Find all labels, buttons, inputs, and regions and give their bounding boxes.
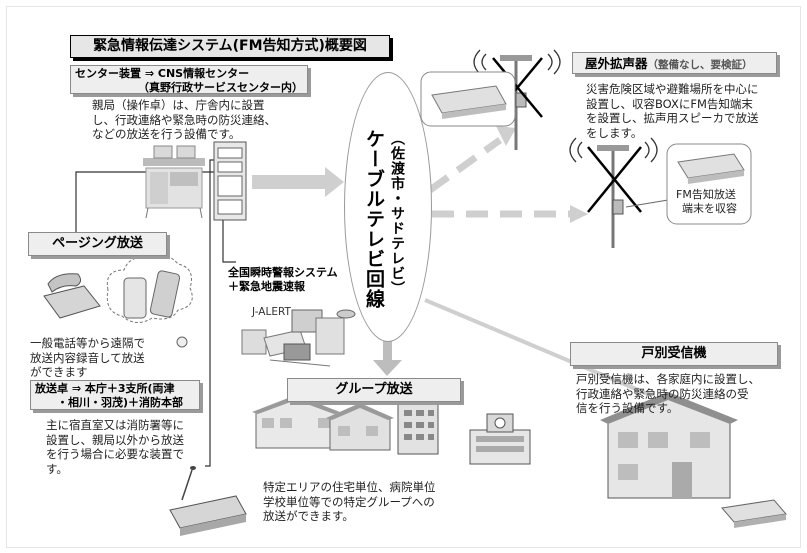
paging-desc-line: ができます — [30, 365, 88, 379]
console-header-line: ・相川・羽茂)＋消防本部 — [57, 395, 184, 409]
wire-jalert — [222, 210, 236, 263]
group-desc-line: 放送ができます。 — [263, 509, 354, 523]
houses-illustration — [252, 395, 394, 451]
fm-terminal-1 — [431, 85, 507, 119]
console-desc-line: す。 — [46, 461, 68, 476]
household-desc-line: 信を行う設備です。 — [576, 401, 679, 415]
center-header: センター装置 ⇒ CNS情報センター （真野行政サービスセンター内） — [70, 65, 308, 94]
console-header: 放送卓 ⇒ 本庁＋3支所(両津 ・相川・羽茂)＋消防本部 — [30, 380, 200, 410]
household-description: 戸別受信機は、各家庭内に設置し、 行政連絡や緊急時の防災連絡の受 信を行う設備で… — [576, 372, 760, 416]
console-desc-line: 設置し、親局以外から放送 — [46, 432, 184, 447]
center-desc-line: などの放送を行う設備です。 — [92, 127, 241, 141]
console-desc-line: を行う場合に必要な装置で — [46, 447, 184, 461]
jalert-line: 全国瞬時警報システム — [228, 266, 338, 279]
diagram-title: 緊急情報伝達システム(FM告知方式)概要図 — [70, 35, 390, 58]
center-desc-line: し、行政連絡や緊急時の防災連絡、 — [92, 112, 276, 127]
jalert-illustration — [241, 309, 356, 367]
household-house-illustration — [600, 392, 738, 499]
paging-header: ページング放送 — [28, 232, 167, 256]
paging-desc-line: 放送内容録音して放送 — [30, 350, 145, 365]
outdoor-description: 災害危険区域や避難場所を中心に 設置し、収容BOXにFM告知端末 を設置し、拡声… — [586, 82, 759, 140]
center-header-line1: センター装置 ⇒ CNS情報センター — [75, 67, 250, 80]
operator-desk-illustration — [143, 145, 205, 219]
cable-tv-subtitle: （佐渡市・サドテレビ） — [389, 131, 405, 296]
speaker-pole-2 — [569, 137, 669, 248]
outdoor-callout-line: FM告知放送 — [676, 188, 736, 201]
jalert-line: ＋緊急地震速報 — [228, 279, 305, 293]
jalert-label: J-ALERT — [252, 306, 291, 318]
outdoor-desc-line: 設置し、収容BOXにFM告知端末 — [586, 96, 753, 111]
group-description: 特定エリアの住宅単位、病院単位 学校単位等での特定グループへの 放送ができます。 — [263, 480, 436, 524]
center-description: 親局（操作卓）は、庁舎内に設置 し、行政連絡や緊急時の防災連絡、 などの放送を行… — [92, 98, 276, 142]
hospital-illustration — [397, 403, 439, 455]
household-desc-line: 戸別受信機は、各家庭内に設置し、 — [576, 372, 760, 386]
cable-tv-title: ケーブルテレビ回線 — [363, 129, 385, 309]
household-header: 戸別受信機 — [570, 342, 778, 366]
broadcast-console-illustration — [169, 466, 247, 536]
outdoor-desc-line: 災害危険区域や避難場所を中心に — [586, 82, 759, 96]
link-household — [424, 298, 651, 397]
mobile-phone-illustration — [123, 270, 181, 319]
wire-console — [205, 159, 215, 467]
outdoor-header: 屋外拡声器（整備なし、要検証） — [572, 52, 777, 74]
console-description: 主に宿直室又は消防署等に 設置し、親局以外から放送 を行う場合に必要な装置で す… — [46, 418, 184, 476]
outdoor-desc-line: を設置し、拡声用スピーカで放送 — [586, 111, 759, 125]
arrow-to-cable — [252, 167, 344, 197]
console-header-line: 放送卓 ⇒ 本庁＋3支所(両津 — [35, 382, 175, 395]
paging-description: 一般電話等から遠隔で 放送内容録音して放送 ができます — [30, 336, 145, 380]
school-illustration — [469, 413, 531, 465]
outdoor-callout-line: 端末を収容 — [682, 202, 737, 215]
outdoor-desc-line: をします。 — [586, 125, 643, 140]
group-desc-line: 特定エリアの住宅単位、病院単位 — [263, 480, 436, 494]
paging-desc-line: 一般電話等から遠隔で — [30, 336, 145, 350]
household-receiver-illustration — [721, 499, 787, 528]
fm-terminal-2 — [677, 153, 745, 184]
arrow-to-group — [373, 360, 402, 376]
outdoor-header-note: （整備なし、要検証） — [647, 59, 753, 71]
console-desc-line: 主に宿直室又は消防署等に — [46, 418, 184, 432]
center-desc-line: 親局（操作卓）は、庁舎内に設置 — [92, 98, 265, 112]
center-header-line2: （真野行政サービスセンター内） — [138, 80, 303, 94]
outdoor-header-title: 屋外拡声器 — [585, 56, 648, 71]
household-desc-line: 行政連絡や緊急時の防災連絡の受 — [576, 386, 749, 401]
outdoor-callout: FM告知放送 端末を収容 — [676, 188, 737, 216]
server-rack-illustration — [213, 141, 247, 221]
jalert-caption: 全国瞬時警報システム ＋緊急地震速報 — [228, 266, 346, 293]
cable-tv-network: （佐渡市・サドテレビ） ケーブルテレビ回線 — [344, 72, 432, 342]
mobile-cloud — [106, 254, 193, 323]
group-header: グループ放送 — [287, 378, 461, 402]
phone-illustration — [43, 273, 101, 319]
dashed-link-outdoor-1 — [427, 137, 503, 193]
group-desc-line: 学校単位等での特定グループへの — [263, 494, 435, 509]
